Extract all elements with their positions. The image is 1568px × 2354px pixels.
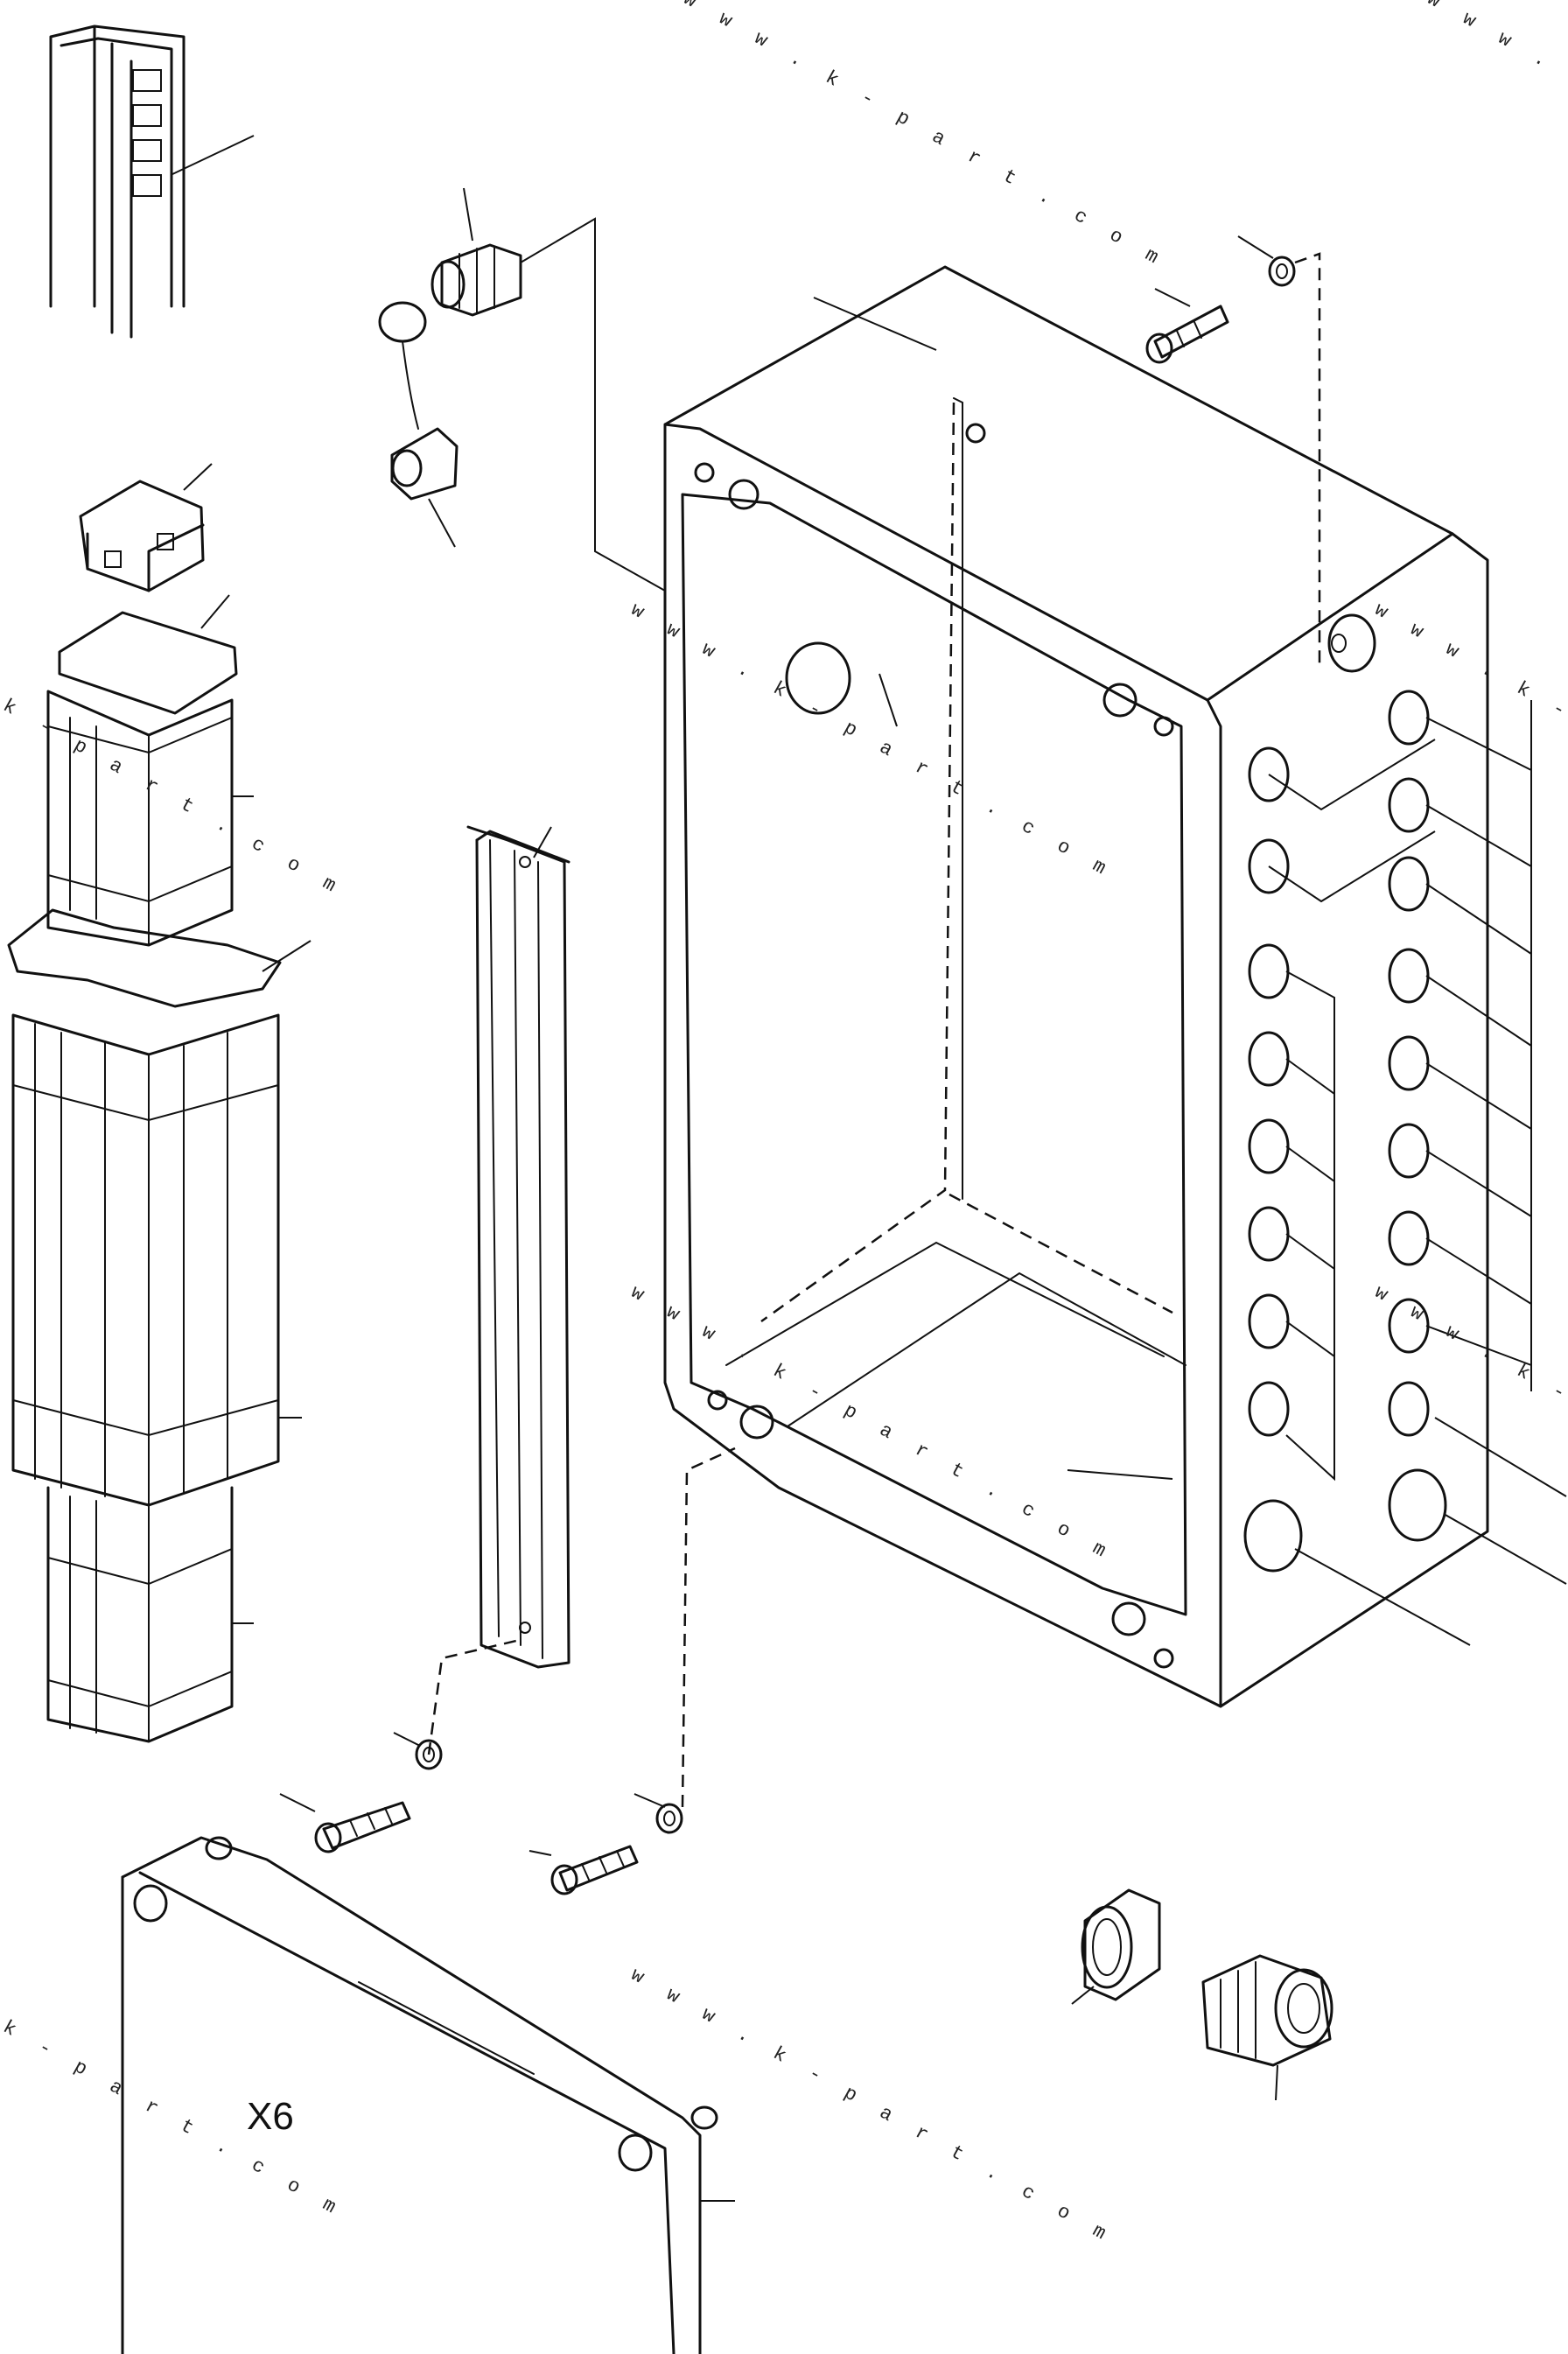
screw-washer-top bbox=[1145, 235, 1321, 665]
end-clamp bbox=[79, 463, 213, 592]
watermark: w w w . k - p a r t . c o m bbox=[627, 1281, 1117, 1566]
label-x6: X6 bbox=[247, 2095, 294, 2138]
mounting-rail-middle bbox=[466, 825, 570, 1669]
screw-washer-rail bbox=[279, 1639, 517, 1853]
cable-gland-top bbox=[378, 187, 666, 592]
watermark: w w w . k - p a r t . c o m bbox=[0, 616, 347, 901]
watermark: w w w . k - p a r t . c o m bbox=[627, 599, 1117, 884]
terminal-block-stack bbox=[7, 594, 312, 1743]
screw-washer-lid bbox=[528, 1447, 736, 1895]
lock-nut bbox=[1071, 1888, 1161, 2005]
watermark: w w w . k - p a r t . c o m bbox=[680, 0, 1170, 273]
watermark-layer: w w w . k - p a r t . c o m w w w . k - … bbox=[0, 0, 1568, 2249]
watermark: w w w . k - p a r t . c o m bbox=[0, 1937, 347, 2223]
reducer-gland bbox=[1201, 1954, 1334, 2101]
enclosure-lid bbox=[121, 1836, 735, 2354]
watermark: w w w . k - p a r t . c o m bbox=[1371, 1281, 1568, 1566]
din-rail-top bbox=[49, 25, 255, 339]
watermark: w w w . k - p a r t . c o m bbox=[1424, 0, 1568, 273]
enclosure-box bbox=[663, 265, 1567, 1708]
